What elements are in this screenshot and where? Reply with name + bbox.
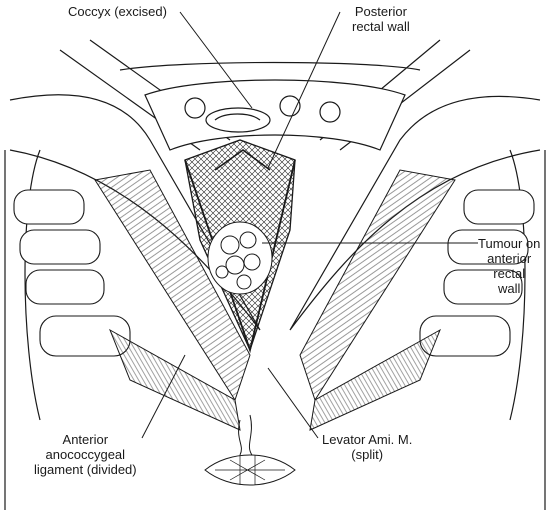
label-tumour-line1: Tumour on: [478, 236, 541, 251]
coccyx-excised: [144, 79, 406, 151]
label-anococcygeal-line1: Anterior: [62, 432, 109, 447]
fat-lobules-left: [13, 189, 131, 357]
label-coccyx: Coccyx (excised): [68, 4, 167, 19]
label-tumour-line3: rectal: [493, 266, 526, 281]
label-tumour-line4: wall: [497, 281, 521, 296]
fat-lobules-right: [419, 189, 535, 357]
label-posterior-wall-line2: rectal wall: [352, 19, 410, 34]
tumour-mass: [207, 221, 273, 295]
leader-lines: [141, 11, 478, 439]
label-levator-line1: Levator Ami. M.: [322, 432, 413, 447]
label-posterior-wall-line1: Posterior: [354, 4, 407, 19]
label-anococcygeal: Anterior anococcygeal ligament (divided): [34, 432, 137, 477]
label-tumour-line2: anterior: [487, 251, 532, 266]
levator-muscle: [94, 169, 456, 431]
label-anococcygeal-line3: ligament (divided): [34, 462, 137, 477]
label-tumour: Tumour on anterior rectal wall: [478, 236, 540, 296]
label-posterior-wall: Posterior rectal wall: [352, 4, 410, 34]
label-coccyx-text: Coccyx (excised): [68, 4, 167, 19]
label-anococcygeal-line2: anococcygeal: [45, 447, 126, 462]
label-levator-line2: (split): [351, 447, 384, 462]
label-levator: Levator Ami. M. (split): [322, 432, 412, 462]
anus: [204, 414, 296, 486]
